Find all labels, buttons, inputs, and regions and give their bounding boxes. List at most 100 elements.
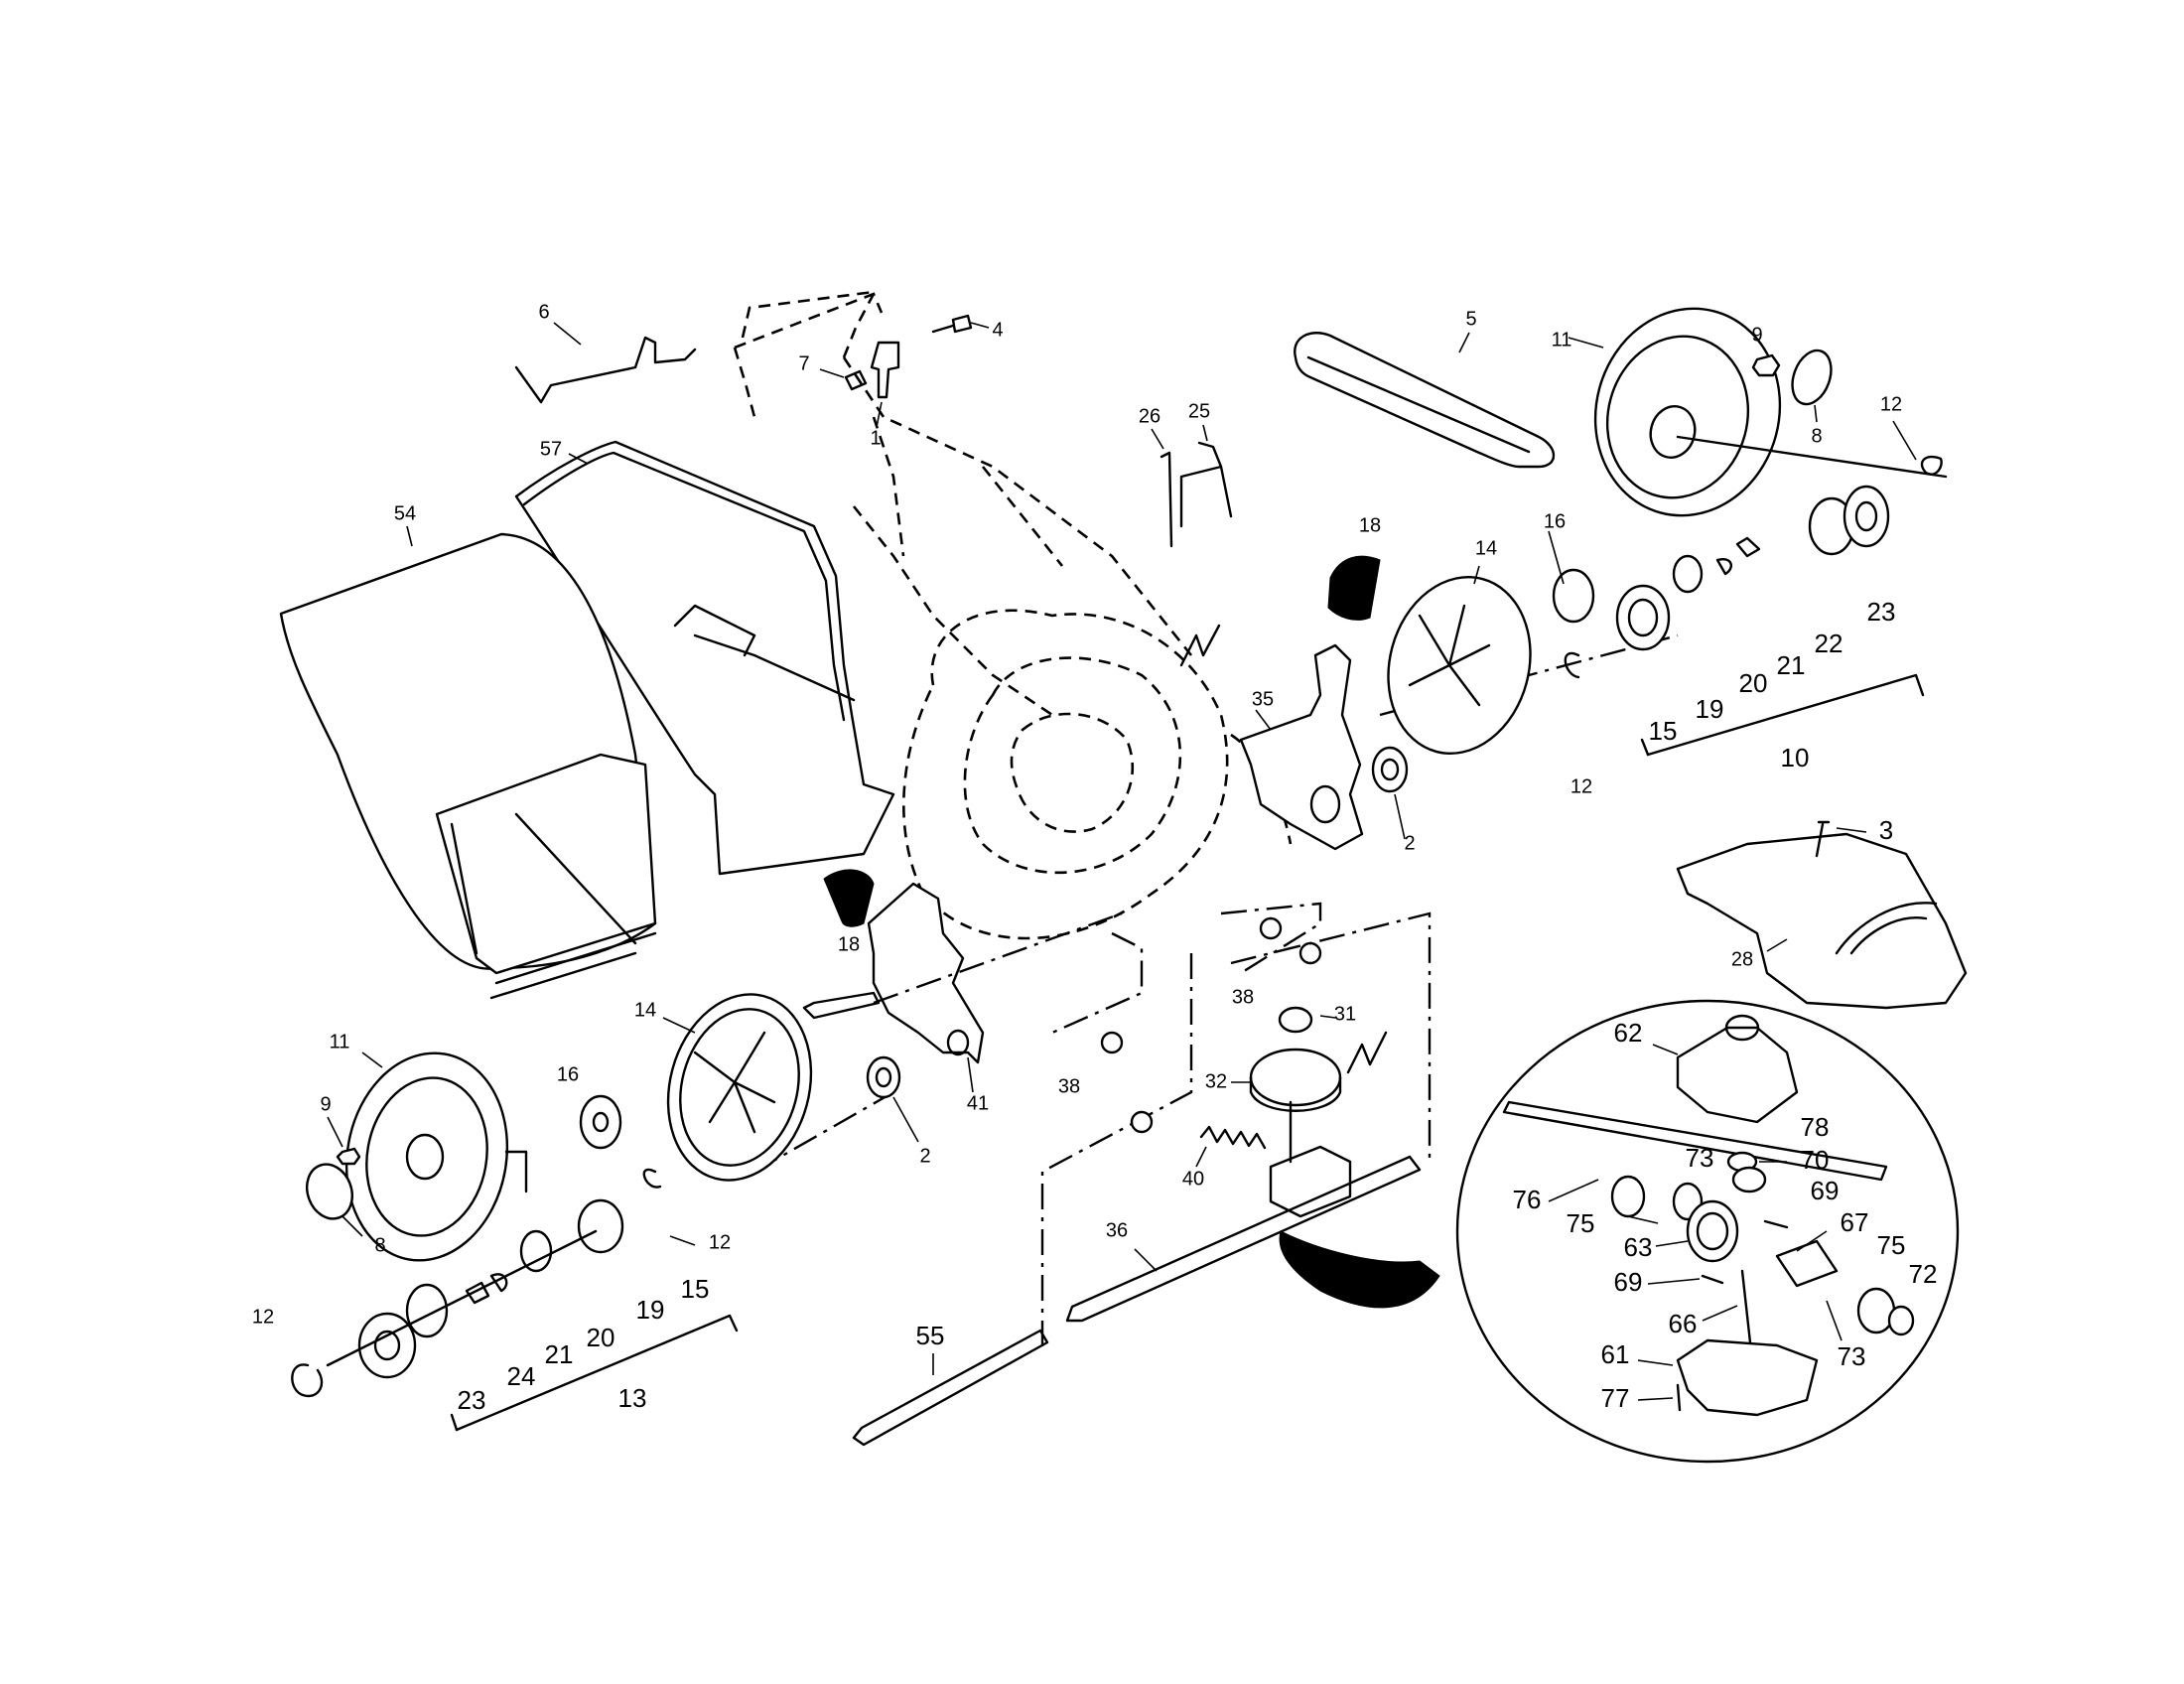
label-5: 5 (1465, 308, 1476, 330)
part-26-screw (1151, 428, 1173, 548)
label-24: 24 (507, 1361, 536, 1391)
label-3: 3 (1879, 815, 1893, 845)
part-3-screw (1815, 820, 1867, 858)
part-18-right (1327, 555, 1381, 621)
part-31-knob (1278, 1006, 1336, 1034)
label-20-right: 20 (1739, 668, 1768, 698)
label-12-mid: 12 (1570, 775, 1592, 797)
label-67: 67 (1841, 1207, 1869, 1237)
label-22-right: 22 (1815, 629, 1843, 658)
label-8-right: 8 (1811, 425, 1822, 447)
label-13: 13 (618, 1383, 647, 1413)
part-36-shaft (1065, 1155, 1422, 1323)
label-16-right: 16 (1544, 510, 1566, 532)
label-9-left: 9 (320, 1093, 331, 1115)
label-36: 36 (1106, 1219, 1128, 1241)
part-41-bracket (867, 882, 985, 1093)
label-54: 54 (394, 502, 416, 524)
part-8-cap-left (306, 1163, 363, 1237)
label-77: 77 (1601, 1383, 1630, 1413)
part-9-nut-right (1751, 353, 1781, 377)
mower-deck-outline (902, 609, 1293, 940)
label-4: 4 (992, 319, 1003, 341)
part-8-cap-right (1791, 349, 1833, 423)
callout-labels: 6 7 4 1 57 54 5 11 9 8 12 26 25 18 14 16… (252, 301, 1938, 1415)
label-70: 70 (1801, 1145, 1830, 1175)
label-25: 25 (1188, 400, 1210, 422)
bracket-13 (450, 1314, 739, 1432)
label-26: 26 (1139, 405, 1160, 427)
label-69-top: 69 (1811, 1176, 1840, 1205)
label-69-bottom: 69 (1614, 1267, 1643, 1297)
part-12-clip-right (1892, 420, 1943, 476)
left-axle-parts (291, 1094, 696, 1398)
label-11-left: 11 (330, 1031, 350, 1052)
part-5-belt (1294, 332, 1556, 469)
label-19-right: 19 (1696, 694, 1724, 724)
label-16-left: 16 (557, 1063, 579, 1085)
label-18-right: 18 (1359, 514, 1381, 536)
label-38-right: 38 (1232, 986, 1254, 1008)
part-35-bracket (1239, 643, 1364, 851)
break-symbol (1179, 624, 1388, 1074)
part-25-clip (1179, 424, 1233, 528)
part-2-bearing-left (866, 1055, 919, 1143)
label-73-bottom: 73 (1838, 1341, 1866, 1371)
label-31: 31 (1334, 1003, 1356, 1025)
part-4-screw (931, 314, 990, 334)
label-38-left: 38 (1058, 1075, 1080, 1097)
label-21-right: 21 (1777, 650, 1806, 680)
part-1-switch (870, 341, 900, 428)
part-14-wheel-right (1387, 565, 1532, 756)
label-75-right: 75 (1877, 1230, 1906, 1260)
label-32: 32 (1205, 1070, 1227, 1092)
part-6-rod (514, 322, 697, 404)
label-9-right: 9 (1751, 324, 1762, 346)
mower-handle-outline (733, 292, 1193, 717)
label-57: 57 (540, 438, 562, 460)
label-19-left: 19 (636, 1295, 665, 1325)
bracket-10 (1640, 673, 1925, 757)
label-6: 6 (538, 301, 549, 323)
label-55: 55 (916, 1321, 945, 1350)
label-12-left: 12 (709, 1231, 731, 1253)
part-2-bearing-right (1371, 746, 1409, 840)
label-73-top: 73 (1686, 1143, 1714, 1173)
part-32-pulley (1231, 1048, 1342, 1112)
label-35: 35 (1252, 688, 1274, 710)
axle-left (753, 912, 1123, 1174)
label-41: 41 (967, 1092, 989, 1114)
part-54-grass-bag (279, 525, 657, 1000)
handle-grip-striped (741, 290, 876, 358)
label-28: 28 (1731, 948, 1753, 970)
label-78: 78 (1801, 1112, 1830, 1142)
part-40-spring (1195, 1125, 1267, 1168)
label-12-right: 12 (1880, 393, 1902, 415)
label-7: 7 (798, 352, 809, 374)
label-1: 1 (870, 427, 881, 449)
part-7-screw (819, 368, 868, 391)
part-18-left (823, 869, 875, 927)
label-72: 72 (1909, 1259, 1938, 1289)
label-23-right: 23 (1867, 597, 1896, 627)
gearbox-detail-circle (1455, 999, 1960, 1464)
label-15-left: 15 (681, 1274, 710, 1304)
part-55-rod (852, 1329, 1049, 1447)
label-10: 10 (1781, 743, 1810, 772)
label-18-left: 18 (838, 933, 860, 955)
label-62: 62 (1614, 1018, 1643, 1048)
part-11-wheel-left (344, 1052, 509, 1262)
gearbox-assembly (1269, 1100, 1440, 1309)
label-23-left: 23 (458, 1385, 486, 1415)
part-14-wheel-left (662, 993, 813, 1182)
label-63: 63 (1624, 1232, 1653, 1262)
label-15-right: 15 (1649, 716, 1678, 746)
part-9-nut-left (327, 1116, 361, 1166)
label-75-top: 75 (1567, 1208, 1595, 1238)
label-20-left: 20 (587, 1323, 615, 1352)
label-21-left: 21 (545, 1339, 574, 1369)
label-14-right: 14 (1475, 537, 1497, 559)
label-66: 66 (1669, 1309, 1698, 1338)
label-2-left: 2 (919, 1145, 930, 1167)
